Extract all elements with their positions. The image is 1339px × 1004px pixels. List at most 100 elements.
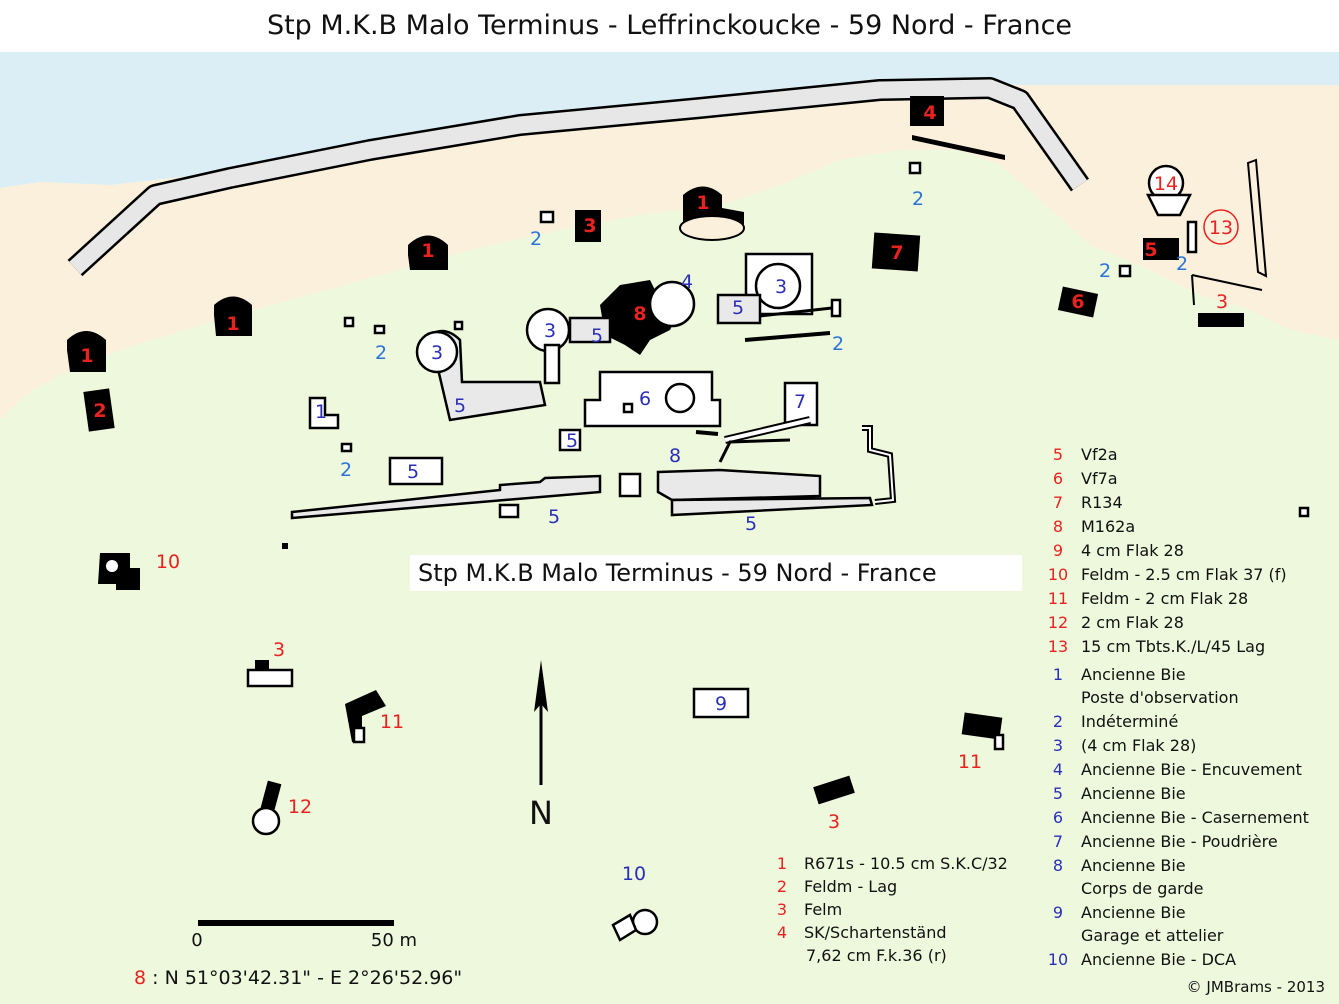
north-label: N [529, 794, 553, 832]
legend-right-text: Corps de garde [1081, 879, 1203, 898]
old-battery-10-dca[interactable] [611, 908, 659, 942]
old-battery-9-garage[interactable] [692, 687, 750, 719]
old-battery-6-casernement[interactable] [583, 370, 722, 428]
old-battery-7-poudriere[interactable] [783, 381, 819, 427]
legend-right-text: Ancienne Bie - Encuvement [1081, 760, 1302, 779]
svg-text:5: 5 [732, 297, 744, 319]
structure-3-felm-east[interactable] [1198, 313, 1244, 327]
svg-text:3: 3 [431, 342, 443, 364]
svg-text:5: 5 [407, 461, 419, 483]
legend-right-num: 6 [1053, 808, 1063, 827]
overlay-title-bg [410, 555, 1022, 591]
svg-text:1: 1 [226, 313, 239, 335]
flak-11-east[interactable] [961, 712, 1005, 751]
svg-text:14: 14 [1154, 173, 1178, 195]
svg-text:3: 3 [828, 811, 840, 833]
old-battery-8-corps-de-garde[interactable] [656, 468, 822, 502]
legend-right-text: Garage et attelier [1081, 926, 1224, 945]
svg-text:8: 8 [633, 303, 646, 325]
svg-text:1: 1 [80, 345, 93, 367]
legend-bottom-text: 7,62 cm F.k.36 (r) [806, 946, 947, 965]
structure-14[interactable] [1145, 164, 1193, 217]
structure-8-m162a[interactable] [600, 280, 680, 355]
overlay-title: Stp M.K.B Malo Terminus - 59 Nord - Fran… [418, 559, 937, 587]
svg-text:4: 4 [923, 102, 936, 124]
svg-text:4: 4 [681, 271, 693, 293]
structure-13-ring [1203, 209, 1239, 245]
legend-right-num: 13 [1048, 637, 1068, 656]
legend-right-text: Ancienne Bie - Casernement [1081, 808, 1309, 827]
svg-text:8: 8 [669, 445, 681, 467]
svg-text:11: 11 [958, 751, 982, 773]
old-battery-5-barracks-east[interactable] [670, 496, 874, 517]
svg-text:0: 0 [191, 930, 202, 951]
old-battery-5-barracks-west[interactable] [290, 472, 642, 520]
old-battery-5-north[interactable] [568, 316, 612, 344]
legend-bottom-text: Felm [804, 900, 842, 919]
coastal-road [69, 79, 1087, 275]
legend-right-text: Ancienne Bie - DCA [1081, 950, 1236, 969]
flak-10-west[interactable] [98, 553, 140, 590]
casemate-1-west[interactable] [214, 296, 252, 337]
legend-right-num: 3 [1053, 736, 1063, 755]
scale-bar: 0 50 m [191, 920, 417, 951]
svg-text:5: 5 [566, 430, 578, 452]
legend-right-text: Vf7a [1081, 469, 1118, 488]
legend-right-text: R134 [1081, 493, 1123, 512]
svg-text:2: 2 [912, 188, 924, 210]
old-battery-5-small[interactable] [558, 428, 582, 452]
legend-bottom-num: 3 [777, 900, 787, 919]
east-fence [1246, 158, 1268, 278]
legend-right-num: 10 [1048, 950, 1068, 969]
legend-right-num: 7 [1053, 493, 1063, 512]
old-battery-5-east[interactable] [716, 293, 762, 325]
casemate-1-east[interactable] [679, 186, 745, 241]
legend-right-num: 1 [1053, 665, 1063, 684]
svg-text:10: 10 [622, 863, 646, 885]
legend-right-text: Feldm - 2 cm Flak 28 [1081, 589, 1248, 608]
legend-bottom-num: 2 [777, 877, 787, 896]
svg-text:3: 3 [583, 215, 596, 237]
flak-12[interactable] [251, 780, 282, 836]
legend-right-num: 12 [1048, 613, 1068, 632]
svg-text:3: 3 [775, 276, 787, 298]
structure-4-sk[interactable] [910, 96, 944, 126]
legend-bottom-text: R671s - 10.5 cm S.K.C/32 [804, 854, 1008, 873]
svg-text:2: 2 [832, 333, 844, 355]
flak-3-felm-south-east[interactable] [813, 775, 855, 805]
svg-text:12: 12 [288, 796, 312, 818]
legend-right-text: Ancienne Bie - Poudrière [1081, 832, 1278, 851]
legend-right-num: 9 [1053, 903, 1063, 922]
structure-6-vf7a[interactable] [1057, 286, 1099, 318]
coordinates: 8 : N 51°03'42.31" - E 2°26'52.96" [134, 967, 462, 989]
old-battery-3-center[interactable] [525, 307, 571, 385]
old-battery-1-observation[interactable] [308, 396, 340, 430]
structure-7-r134[interactable] [871, 232, 921, 272]
structure-2-red[interactable] [83, 388, 115, 432]
svg-text:13: 13 [1209, 217, 1233, 239]
site-map[interactable]: N 0 50 m Stp M.K.B Malo Terminus - 59 No… [0, 52, 1339, 1004]
copyright: © JMBrams - 2013 [1187, 978, 1325, 996]
casemate-1-center[interactable] [408, 235, 448, 271]
casemate-1-far-west[interactable] [67, 331, 106, 372]
svg-text:10: 10 [156, 551, 180, 573]
svg-text:5: 5 [548, 506, 560, 528]
legend-right-text: (4 cm Flak 28) [1081, 736, 1196, 755]
svg-text:11: 11 [380, 711, 404, 733]
svg-text:1: 1 [421, 240, 434, 262]
structure-3-felm[interactable] [575, 210, 601, 242]
flak-11-west[interactable] [345, 690, 386, 744]
legend-right-text: Ancienne Bie [1081, 784, 1186, 803]
structure-5-vf2a[interactable] [1143, 238, 1179, 260]
legend-right-text: Feldm - 2.5 cm Flak 37 (f) [1081, 565, 1287, 584]
old-battery-5-west[interactable] [388, 456, 444, 486]
legend-right-num: 10 [1048, 565, 1068, 584]
map-title: Stp M.K.B Malo Terminus - Leffrinckoucke… [266, 10, 1073, 41]
legend-bottom-text: Feldm - Lag [804, 877, 897, 896]
svg-text:2: 2 [375, 342, 387, 364]
old-battery-3-west[interactable] [415, 329, 547, 422]
old-battery-4-encuvement[interactable] [648, 280, 696, 328]
flak-3-felm-south[interactable] [246, 660, 294, 688]
